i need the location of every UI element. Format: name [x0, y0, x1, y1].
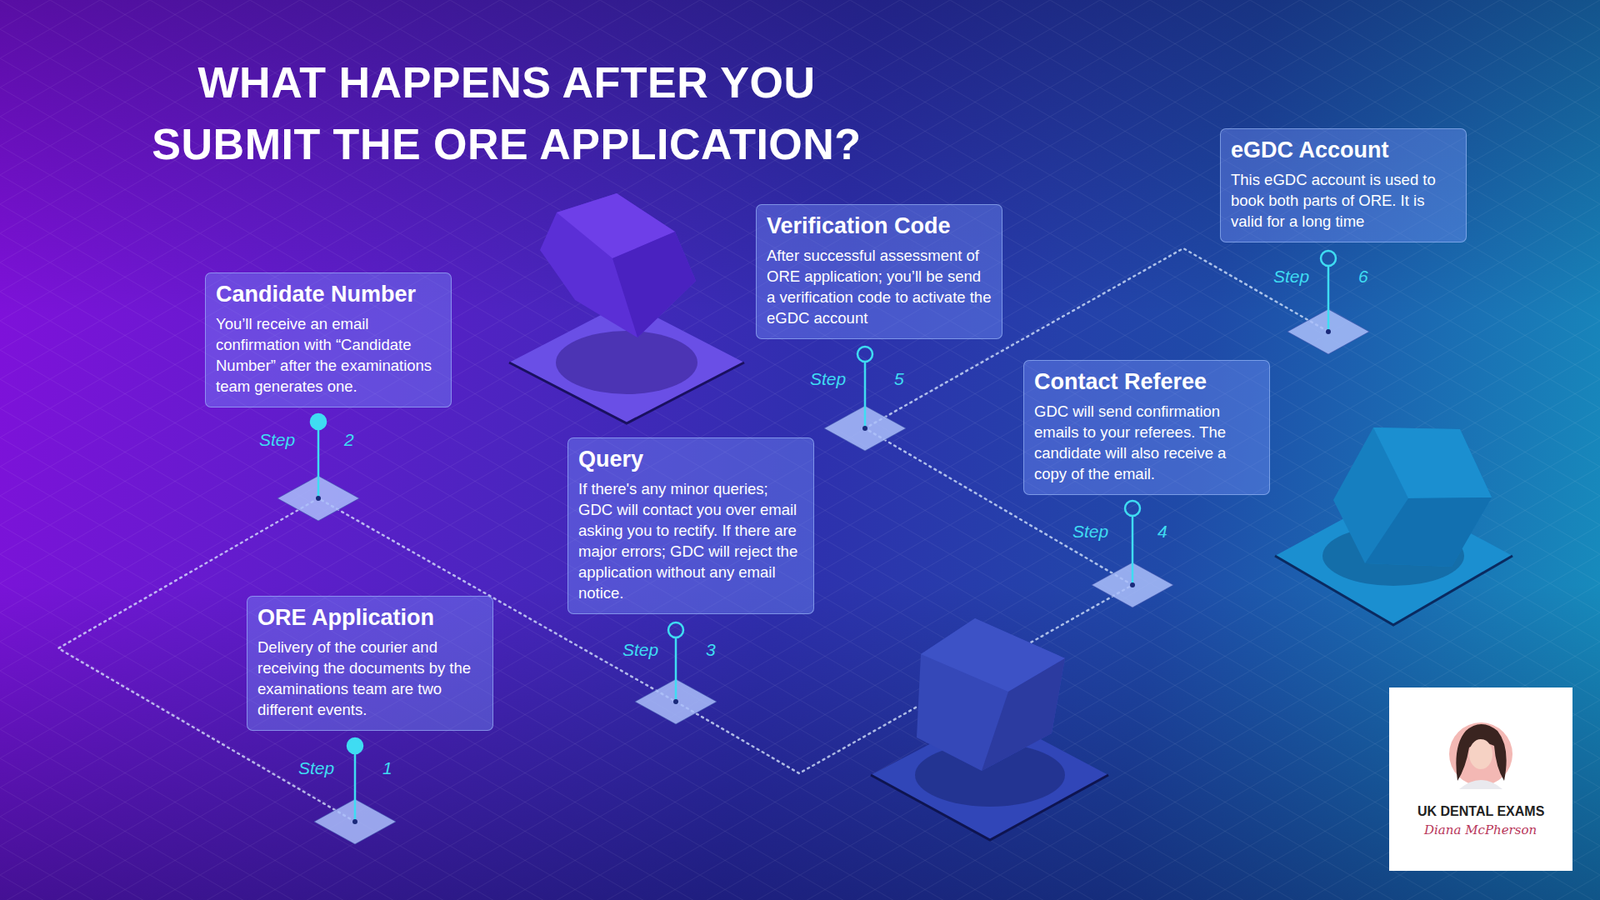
callout-box: Query If there's any minor queries; GDC w… [567, 437, 815, 615]
step-number: 5 [894, 369, 905, 390]
box-body: GDC will send confirmation emails to you… [1034, 400, 1260, 485]
callout-box: Candidate NumberYou’ll receive an email … [205, 272, 452, 408]
pin-dot [862, 425, 868, 431]
pin-head [1320, 250, 1336, 266]
box-body: Delivery of the courier and receiving th… [257, 636, 483, 720]
step-word: Step [298, 758, 335, 779]
box-body: If there's any minor queries; GDC will c… [578, 478, 804, 604]
pin-dot [673, 699, 679, 705]
step-number: 6 [1358, 266, 1369, 287]
box-heading: eGDC Account [1230, 135, 1456, 165]
callout-box: Contact RefereeGDC will send confirmatio… [1023, 360, 1270, 495]
step-number: 1 [382, 758, 393, 779]
pin-stem [864, 361, 867, 429]
logo-signature: Diana McPherson [1424, 822, 1537, 838]
pin-stem [317, 429, 320, 499]
pin-stem [675, 637, 678, 702]
box-heading: Contact Referee [1034, 367, 1260, 396]
pin-dot [1130, 582, 1135, 588]
step-word: Step [1273, 266, 1310, 287]
box-body: You’ll receive an email confirmation wit… [215, 313, 441, 397]
callout-box: ORE ApplicationDelivery of the courier a… [246, 595, 494, 731]
pin-head [857, 346, 873, 362]
page-title: WHAT HAPPENS AFTER YOU SUBMIT THE ORE AP… [150, 51, 863, 175]
cube-figure [870, 618, 1109, 840]
step-word: Step [810, 369, 846, 390]
pin-head [668, 622, 684, 638]
box-heading: ORE Application [257, 603, 483, 632]
step-word: Step [622, 640, 659, 660]
pin-dot [1325, 329, 1331, 335]
logo-avatar [1389, 687, 1573, 871]
pin-dot [352, 819, 358, 825]
step-number: 4 [1157, 521, 1168, 542]
pin-head [347, 738, 363, 754]
pin-head [1125, 500, 1140, 516]
box-heading: Verification Code [766, 211, 992, 240]
callout-box: Verification CodeAfter successful assess… [755, 204, 1003, 340]
box-body: After successful assessment of ORE appli… [766, 245, 992, 329]
box-heading: Query [578, 445, 804, 474]
step-word: Step [259, 430, 295, 450]
logo-name: UK DENTAL EXAMS [1417, 804, 1545, 820]
dotted-path [58, 248, 1329, 822]
pin-dot [315, 495, 321, 501]
callout-box: eGDC AccountThis eGDC account is used to… [1220, 128, 1467, 243]
step-word: Step [1072, 521, 1109, 542]
cube-figure [1275, 427, 1513, 625]
pin-stem [354, 753, 357, 822]
logo-panel: UK DENTAL EXAMS Diana McPherson [1389, 687, 1573, 871]
pin-head [310, 414, 326, 430]
pin-stem [1327, 265, 1330, 332]
box-heading: Candidate Number [215, 280, 441, 309]
step-number: 3 [705, 640, 716, 660]
step-number: 2 [344, 430, 355, 450]
cube-figure [509, 193, 745, 424]
box-body: This eGDC account is used to book both p… [1230, 169, 1456, 232]
pin-stem [1131, 515, 1135, 585]
